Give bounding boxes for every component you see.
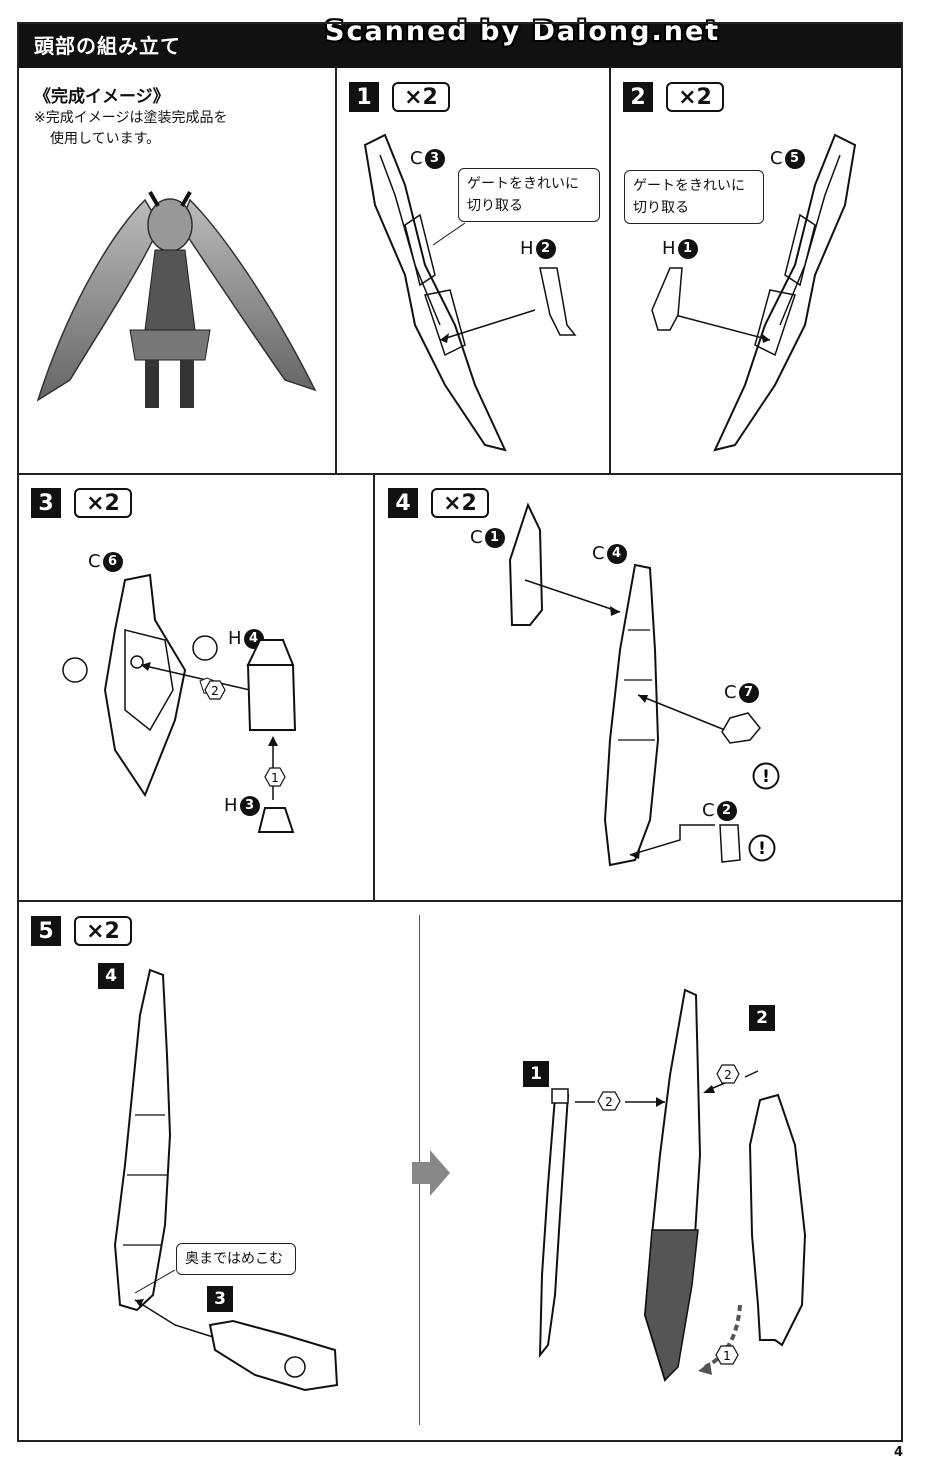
next-arrow-icon <box>412 1150 450 1196</box>
step-1-number: 1 <box>349 82 379 112</box>
step-4-part-diagram <box>508 502 761 867</box>
step-4-number: 4 <box>388 488 418 518</box>
step-ref-1-badge: 1 <box>523 1061 549 1087</box>
step-1-multiplier: ×2 <box>392 82 450 112</box>
step-3-part-diagram <box>62 573 297 833</box>
row-divider <box>17 900 903 902</box>
finished-image-note: ※完成イメージは塗装完成品を <box>34 110 228 126</box>
step-5-assembly-diagram <box>538 988 807 1383</box>
order-marker-2b-label: 2 <box>724 1068 732 1082</box>
finished-image-heading: 《完成イメージ》 <box>34 87 170 107</box>
step-2-multiplier: ×2 <box>666 82 724 112</box>
order-marker-2: 2 <box>204 680 226 700</box>
step-5-multiplier: ×2 <box>74 916 132 946</box>
scan-watermark: Scanned by Dalong.net <box>325 16 721 47</box>
step-ref-3-badge: 3 <box>207 1286 233 1312</box>
step-2-part-diagram <box>651 133 857 452</box>
column-divider <box>373 473 375 902</box>
instruction-frame <box>17 22 903 1442</box>
page-title: 頭部の組み立て <box>34 34 181 58</box>
order-marker-1-label: 1 <box>271 771 279 785</box>
warning-c2-label: ! <box>758 839 766 859</box>
step-ref-4-badge: 4 <box>98 963 124 989</box>
order-marker-2a: 2 <box>597 1091 621 1111</box>
step-ref-2-badge: 2 <box>749 1005 775 1031</box>
row-divider <box>17 473 903 475</box>
gate-cut-callout: ゲートをきれいに切り取る <box>458 168 600 222</box>
order-marker-1b-label: 1 <box>723 1349 731 1363</box>
title-bar <box>17 22 903 68</box>
order-marker-2b: 2 <box>716 1064 740 1084</box>
order-marker-1b: 1 <box>715 1345 739 1365</box>
column-divider <box>609 66 611 475</box>
warning-icon-c7: ! <box>752 762 780 790</box>
gate-cut-callout-2: ゲートをきれいに切り取る <box>624 170 764 224</box>
finished-image-note-2: 使用しています。 <box>50 131 161 147</box>
step-2-number: 2 <box>623 82 653 112</box>
warning-c7-label: ! <box>762 767 770 787</box>
step-3-multiplier: ×2 <box>74 488 132 518</box>
order-marker-1: 1 <box>264 767 286 787</box>
step-5-number: 5 <box>31 916 61 946</box>
step-5-left-diagram <box>113 968 339 1392</box>
push-fully-callout: 奥まではめこむ <box>176 1243 296 1275</box>
step-1-part-diagram <box>363 133 577 452</box>
step-4-multiplier: ×2 <box>431 488 489 518</box>
order-marker-2a-label: 2 <box>605 1095 613 1109</box>
warning-icon-c2: ! <box>748 834 776 862</box>
step-3-number: 3 <box>31 488 61 518</box>
column-divider <box>335 66 337 475</box>
order-marker-2-label: 2 <box>211 684 219 698</box>
finished-figure-illustration <box>36 191 317 408</box>
page-number: 4 <box>893 1445 903 1460</box>
